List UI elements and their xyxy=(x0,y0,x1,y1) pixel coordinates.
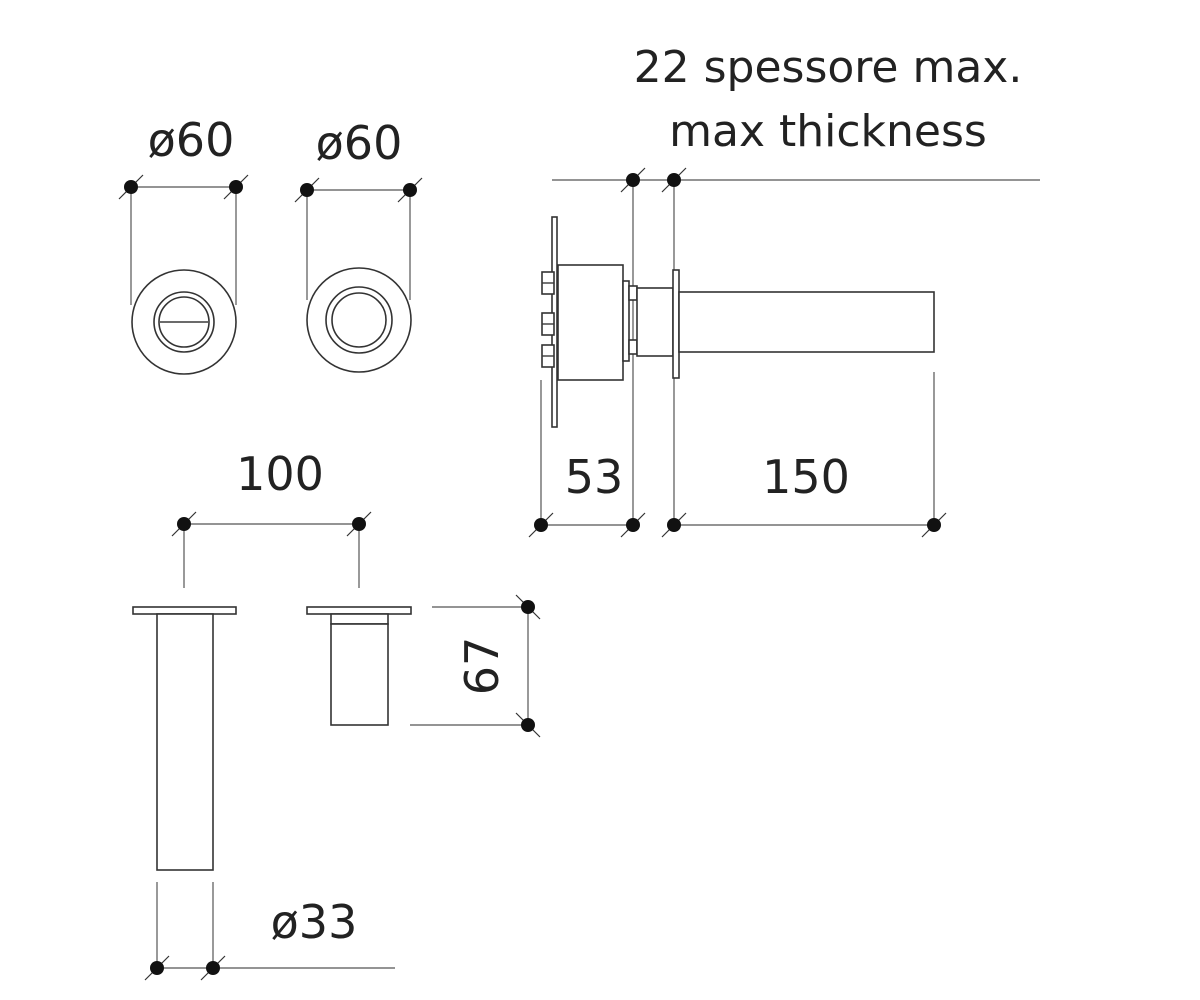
dimension-label-depth: 53 xyxy=(565,450,624,504)
dimension-label-spout-diameter: ø33 xyxy=(271,895,358,949)
side-view-assembly xyxy=(528,167,1040,538)
top-view-assembly xyxy=(132,511,541,981)
dimension-label-handle-height: 67 xyxy=(455,637,509,696)
front-view-left-rosette xyxy=(118,174,249,375)
dimension-label-rosette-left: ø60 xyxy=(148,113,235,167)
dimension-label-spacing: 100 xyxy=(236,447,324,501)
dimension-label-rosette-right: ø60 xyxy=(316,116,403,170)
dimension-label-spout-length: 150 xyxy=(762,450,850,504)
thickness-note-english: max thickness xyxy=(669,106,987,157)
thickness-note-italian: 22 spessore max. xyxy=(634,42,1023,93)
front-view-right-rosette xyxy=(294,177,423,373)
